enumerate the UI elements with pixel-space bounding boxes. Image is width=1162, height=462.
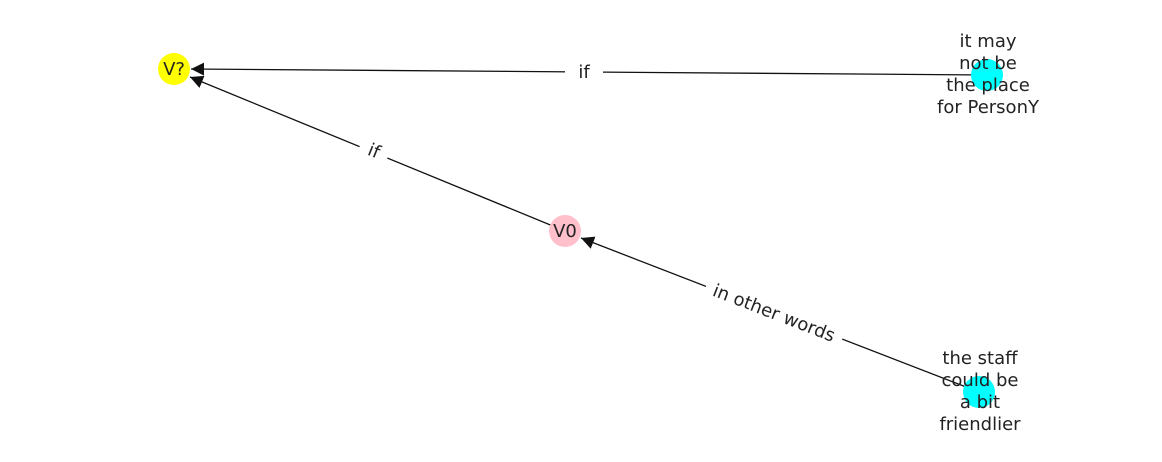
node-staff-friendlier-label-line-2: could be — [942, 370, 1019, 391]
node-v0-label: V0 — [553, 221, 577, 242]
node-staff-friendlier-label-line-3: a bit — [960, 392, 1000, 413]
node-place-for-persony — [971, 59, 1003, 91]
node-place-for-persony-label-line-3: the place — [946, 75, 1030, 96]
node-place-for-persony-label-line-2: not be — [959, 53, 1017, 74]
edge-label-n1-vq: if — [565, 59, 603, 85]
edge-label-n2-v0: in other words — [701, 274, 847, 352]
edge-label-n2-v0-text: in other words — [710, 280, 838, 346]
node-place-for-persony-label-line-4: for PersonY — [937, 97, 1040, 118]
node-place-for-persony-label-line-1: it may — [960, 31, 1017, 52]
node-staff-friendlier-label-line-4: friendlier — [939, 414, 1021, 435]
node-v0 — [549, 215, 581, 247]
node-staff-friendlier-label-line-1: the staff — [942, 348, 1018, 369]
node-v-question — [158, 53, 190, 85]
edge-label-n1-vq-text: if — [578, 62, 590, 83]
node-staff-friendlier — [963, 376, 995, 408]
node-v-question-label: V? — [163, 59, 185, 80]
edge-label-v0-vq: if — [355, 133, 393, 169]
